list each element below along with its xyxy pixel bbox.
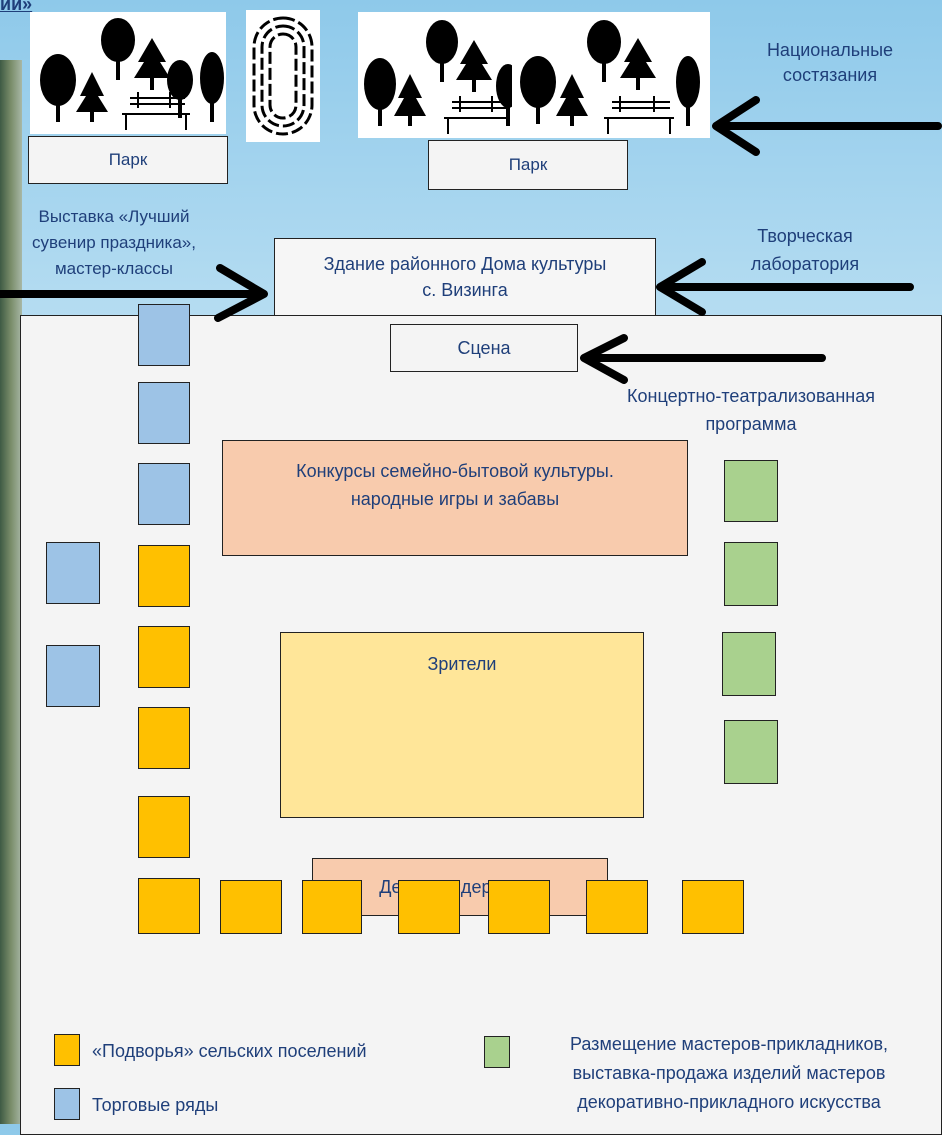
- trade-row-stall: [46, 645, 100, 707]
- farmstead-stall: [138, 626, 190, 688]
- farmstead-stall: [302, 880, 362, 934]
- legend-green-swatch: [484, 1036, 510, 1068]
- corner-title: ии»: [0, 0, 33, 14]
- farmstead-stall: [488, 880, 550, 934]
- craftsmen-stall: [724, 542, 778, 606]
- legend-green-label: Размещение мастеров-прикладников, выстав…: [569, 1034, 889, 1112]
- concert-program-label: Концертно-театрализованная программа: [627, 386, 875, 434]
- spectators-area: Зрители: [280, 632, 644, 818]
- trade-row-stall: [138, 463, 190, 525]
- craftsmen-stall: [724, 720, 778, 784]
- trees-icon-left: [30, 12, 226, 134]
- legend-yellow-swatch: [54, 1034, 80, 1066]
- farmstead-stall: [138, 796, 190, 858]
- farmstead-stall: [138, 545, 190, 607]
- stage: Сцена: [390, 324, 578, 372]
- legend-blue-swatch: [54, 1088, 80, 1120]
- legend-yellow-label: «Подворья» сельских поселений: [92, 1041, 367, 1061]
- background-photo-strip: [0, 60, 22, 1124]
- farmstead-stall: [220, 880, 282, 934]
- park-right-label: Парк: [428, 140, 628, 190]
- trade-row-stall: [138, 304, 190, 366]
- farmstead-stall: [586, 880, 648, 934]
- trees-icon-right: [512, 12, 710, 138]
- contests-area: Конкурсы семейно-бытовой культуры. народ…: [222, 440, 688, 556]
- farmstead-stall: [398, 880, 460, 934]
- culture-house: Здание районного Дома культуры с. Визинг…: [274, 238, 656, 316]
- stadium-icon: [246, 10, 320, 142]
- arrow-left-icon: [656, 258, 914, 316]
- trade-row-stall: [46, 542, 100, 604]
- legend-blue-label: Торговые ряды: [92, 1095, 219, 1115]
- trade-row-stall: [138, 382, 190, 444]
- exhibition-label: Выставка «Лучший сувенир праздника», мас…: [32, 207, 196, 278]
- arrow-right-icon: [0, 264, 268, 322]
- farmstead-stall: [138, 707, 190, 769]
- farmstead-stall: [138, 878, 200, 934]
- park-left-label: Парк: [28, 136, 228, 184]
- competitions-label: Национальные состязания: [766, 40, 894, 85]
- farmstead-stall: [682, 880, 744, 934]
- arrow-left-icon: [580, 334, 826, 384]
- craftsmen-stall: [722, 632, 776, 696]
- creative-lab-label: Творческая лаборатория: [750, 226, 860, 274]
- arrow-left-icon: [712, 96, 942, 156]
- craftsmen-stall: [724, 460, 778, 522]
